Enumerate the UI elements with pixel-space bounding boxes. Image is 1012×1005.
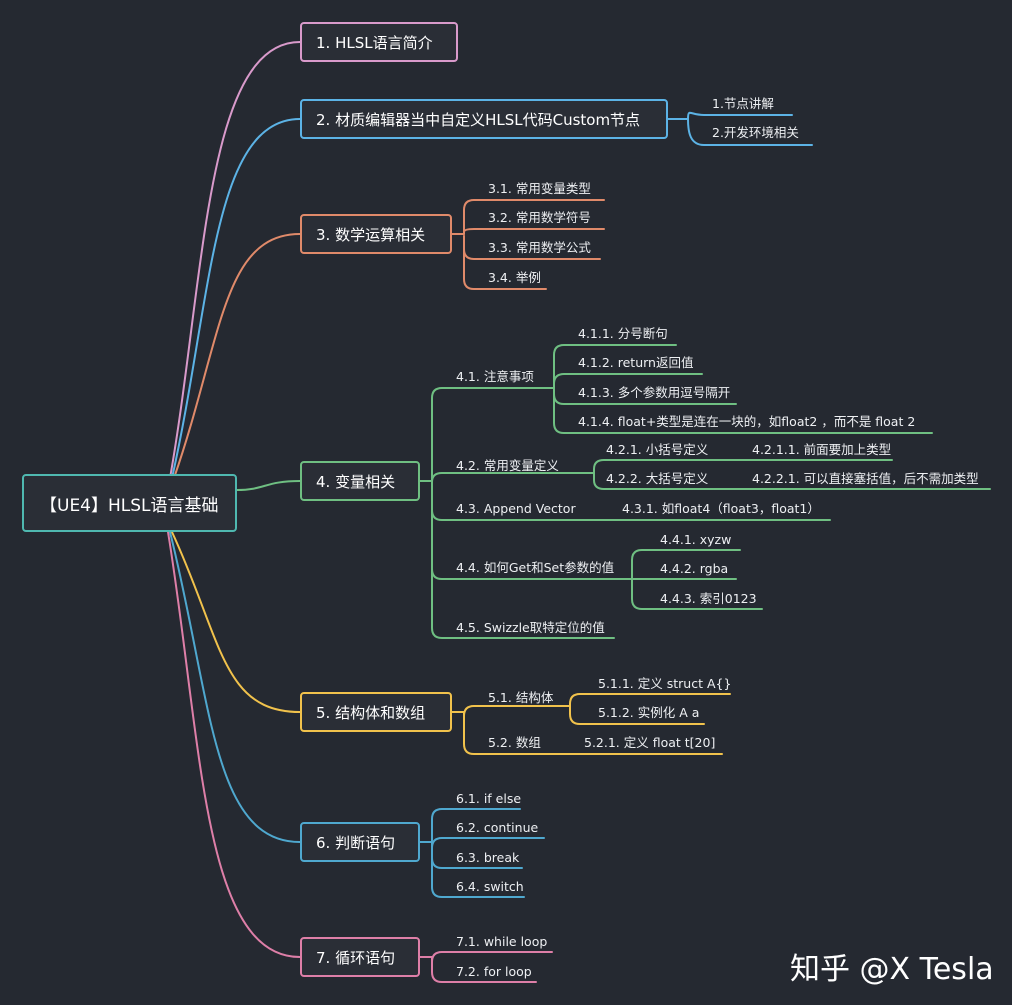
leaf-3-1[interactable]: 3.1. 常用变量类型 bbox=[488, 181, 591, 196]
section-6-node[interactable]: 6. 判断语句 bbox=[300, 822, 420, 862]
connector-root-s6 bbox=[169, 531, 301, 843]
leaf-4-4-3[interactable]: 4.4.3. 索引0123 bbox=[660, 591, 757, 606]
leaf-4-2-1-1[interactable]: 4.2.1.1. 前面要加上类型 bbox=[752, 442, 892, 457]
leaf-4-1-4[interactable]: 4.1.4. float+类型是连在一块的，如float2 ，而不是 float… bbox=[578, 414, 916, 429]
leaf-5-2[interactable]: 5.2. 数组 bbox=[488, 735, 541, 750]
leaf-2-2[interactable]: 2.开发环境相关 bbox=[712, 125, 799, 140]
leaf-4-1[interactable]: 4.1. 注意事项 bbox=[456, 369, 534, 384]
connectors-s2 bbox=[667, 111, 813, 146]
connectors-s7 bbox=[419, 951, 553, 983]
leaf-4-3[interactable]: 4.3. Append Vector bbox=[456, 501, 576, 516]
connector-root-s7 bbox=[167, 531, 301, 958]
leaf-4-1-3[interactable]: 4.1.3. 多个参数用逗号隔开 bbox=[578, 385, 731, 400]
root-node[interactable]: 【UE4】HLSL语言基础 bbox=[22, 474, 237, 532]
leaf-4-5[interactable]: 4.5. Swizzle取特定位的值 bbox=[456, 620, 605, 635]
leaf-4-4-2[interactable]: 4.4.2. rgba bbox=[660, 561, 729, 576]
leaf-6-3[interactable]: 6.3. break bbox=[456, 850, 520, 865]
leaf-4-3-1[interactable]: 4.3.1. 如float4（float3，float1） bbox=[622, 501, 820, 516]
leaf-6-4[interactable]: 6.4. switch bbox=[456, 879, 524, 894]
leaf-5-1-1[interactable]: 5.1.1. 定义 struct A{} bbox=[598, 676, 732, 691]
section-4-node[interactable]: 4. 变量相关 bbox=[300, 461, 420, 501]
section-7-node[interactable]: 7. 循环语句 bbox=[300, 937, 420, 977]
connector-root-s4 bbox=[236, 480, 301, 491]
section-3-node[interactable]: 3. 数学运算相关 bbox=[300, 214, 452, 254]
leaf-4-2[interactable]: 4.2. 常用变量定义 bbox=[456, 458, 559, 473]
section-1-node[interactable]: 1. HLSL语言简介 bbox=[300, 22, 458, 62]
leaf-4-1-2[interactable]: 4.1.2. return返回值 bbox=[578, 355, 694, 370]
connector-root-s5 bbox=[171, 531, 301, 713]
leaf-4-2-1[interactable]: 4.2.1. 小括号定义 bbox=[606, 442, 709, 457]
leaf-6-2[interactable]: 6.2. continue bbox=[456, 820, 539, 835]
leaf-5-1-2[interactable]: 5.1.2. 实例化 A a bbox=[598, 705, 700, 720]
connectors-s3 bbox=[451, 199, 605, 290]
connector-root-s1 bbox=[169, 41, 301, 479]
section-5-node[interactable]: 5. 结构体和数组 bbox=[300, 692, 452, 732]
leaf-4-4-1[interactable]: 4.4.1. xyzw bbox=[660, 532, 732, 547]
leaf-5-1[interactable]: 5.1. 结构体 bbox=[488, 690, 554, 705]
leaf-7-2[interactable]: 7.2. for loop bbox=[456, 964, 532, 979]
leaf-4-2-2[interactable]: 4.2.2. 大括号定义 bbox=[606, 471, 709, 486]
section-2-node[interactable]: 2. 材质编辑器当中自定义HLSL代码Custom节点 bbox=[300, 99, 668, 139]
leaf-4-1-1[interactable]: 4.1.1. 分号断句 bbox=[578, 326, 668, 341]
leaf-3-2[interactable]: 3.2. 常用数学符号 bbox=[488, 210, 591, 225]
leaf-4-4[interactable]: 4.4. 如何Get和Set参数的值 bbox=[456, 560, 615, 575]
connector-root-s3 bbox=[173, 233, 301, 479]
connector-root-s2 bbox=[171, 118, 301, 479]
leaf-7-1[interactable]: 7.1. while loop bbox=[456, 934, 548, 949]
watermark: 知乎 @X Tesla bbox=[790, 952, 994, 987]
connectors-s5 bbox=[451, 693, 731, 755]
connectors-s6 bbox=[419, 808, 545, 898]
leaf-5-2-1[interactable]: 5.2.1. 定义 float t[20] bbox=[584, 735, 716, 750]
leaf-6-1[interactable]: 6.1. if else bbox=[456, 791, 522, 806]
connectors-s4 bbox=[419, 344, 991, 639]
leaf-3-4[interactable]: 3.4. 举例 bbox=[488, 270, 541, 285]
leaf-4-2-2-1[interactable]: 4.2.2.1. 可以直接塞括值，后不需加类型 bbox=[752, 471, 979, 486]
leaf-2-1[interactable]: 1.节点讲解 bbox=[712, 96, 774, 111]
leaf-3-3[interactable]: 3.3. 常用数学公式 bbox=[488, 240, 591, 255]
